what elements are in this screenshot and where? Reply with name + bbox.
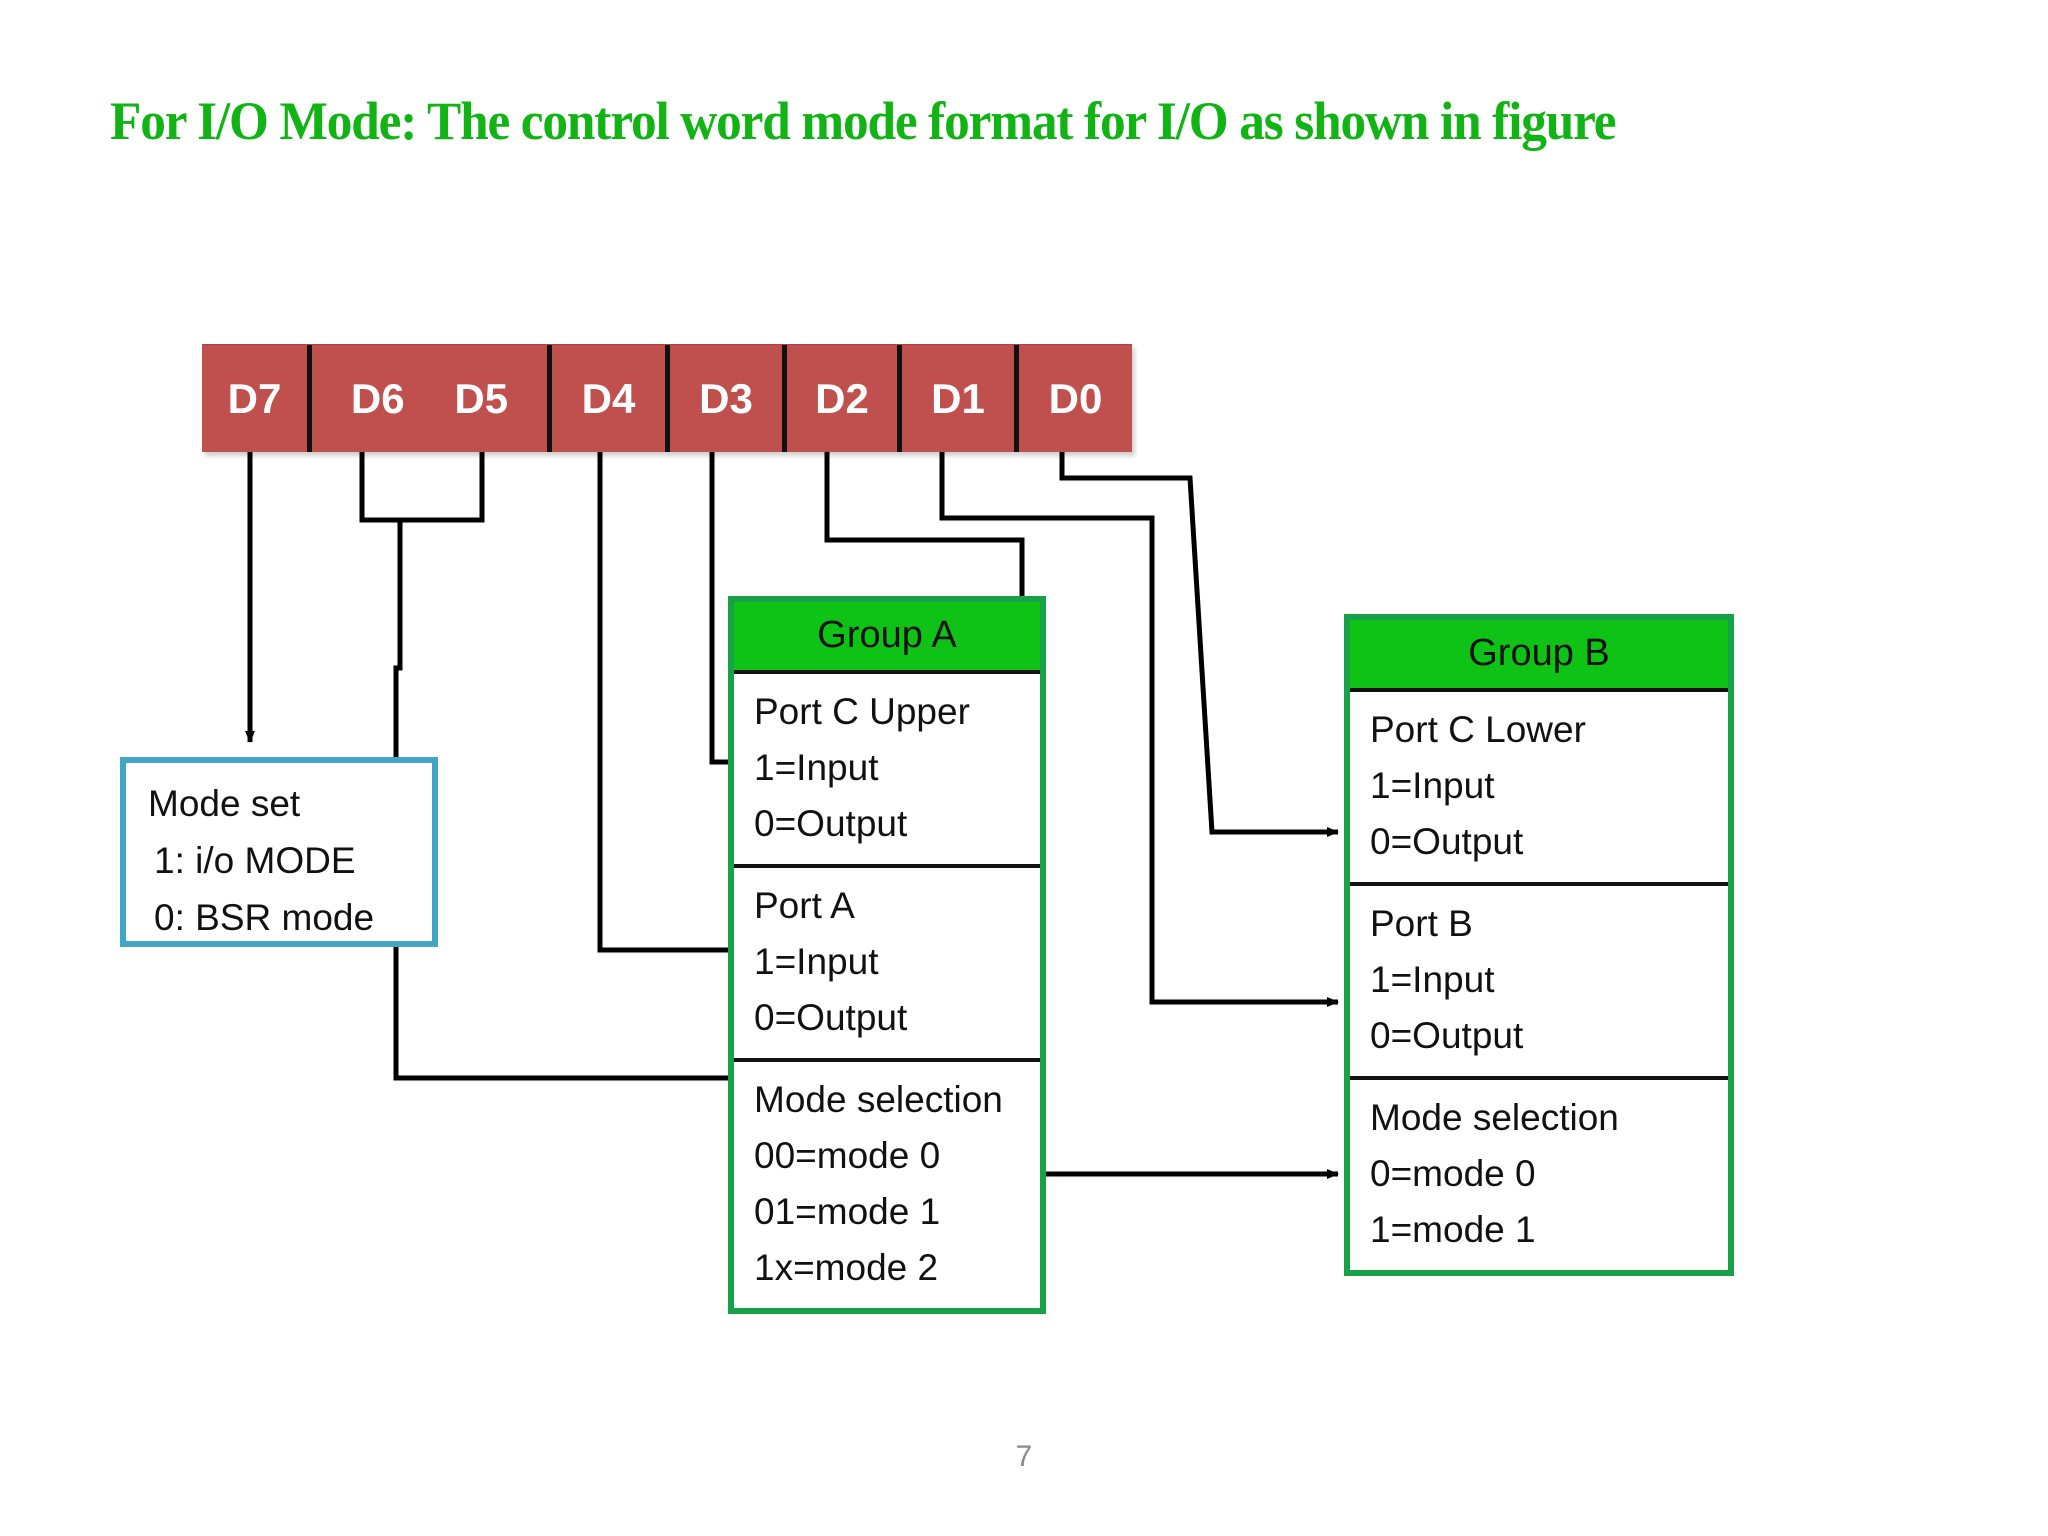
section-line: 0=Output bbox=[1370, 1015, 1524, 1056]
section-title: Port C Upper bbox=[754, 691, 970, 732]
mode-set-line-1: 1: i/o MODE bbox=[154, 840, 356, 881]
group-a-section-port-c-upper: Port C Upper 1=Input 0=Output bbox=[734, 674, 1040, 864]
section-title: Port B bbox=[1370, 903, 1473, 944]
register-bit-d6-d5[interactable]: D6 D5 bbox=[307, 345, 547, 452]
register-bit-d2[interactable]: D2 bbox=[782, 345, 897, 452]
register-bit-d0[interactable]: D0 bbox=[1014, 345, 1132, 452]
section-title: Port C Lower bbox=[1370, 709, 1586, 750]
section-line: 1=Input bbox=[754, 747, 879, 788]
group-b-section-mode-selection: Mode selection 0=mode 0 1=mode 1 bbox=[1350, 1076, 1728, 1270]
section-line: 0=Output bbox=[1370, 821, 1524, 862]
section-line: 1x=mode 2 bbox=[754, 1247, 939, 1288]
register-bit-d1[interactable]: D1 bbox=[897, 345, 1014, 452]
group-a-section-mode-selection: Mode selection 00=mode 0 01=mode 1 1x=mo… bbox=[734, 1058, 1040, 1308]
wire-d6-d5-to-group-a-mode-selection bbox=[393, 520, 741, 1083]
register-bit-label: D6 bbox=[350, 374, 405, 422]
wire-d0-to-group-b-port-c-lower bbox=[1059, 452, 1339, 837]
page-number: 7 bbox=[1015, 1440, 1033, 1473]
section-title: Mode selection bbox=[1370, 1097, 1619, 1138]
register-bit-d7[interactable]: D7 bbox=[202, 345, 307, 452]
section-title: Port A bbox=[754, 885, 855, 926]
register-bit-label: D7 bbox=[227, 374, 282, 422]
group-b-section-port-b: Port B 1=Input 0=Output bbox=[1350, 882, 1728, 1076]
register-bit-label: D0 bbox=[1048, 374, 1103, 422]
section-line: 1=mode 1 bbox=[1370, 1209, 1536, 1250]
register-bit-d4[interactable]: D4 bbox=[547, 345, 665, 452]
mode-set-title: Mode set bbox=[148, 783, 301, 824]
page-title: For I/O Mode: The control word mode form… bbox=[110, 91, 1617, 151]
control-word-register: D7 D6 D5 D4 D3 D2 D1 D0 bbox=[202, 344, 1132, 452]
section-title: Mode selection bbox=[754, 1079, 1003, 1120]
section-line: 0=mode 0 bbox=[1370, 1153, 1536, 1194]
mode-set-line-2: 0: BSR mode bbox=[154, 897, 375, 938]
section-line: 0=Output bbox=[754, 997, 908, 1038]
register-bit-label: D5 bbox=[454, 374, 509, 422]
section-line: 01=mode 1 bbox=[754, 1191, 941, 1232]
mode-set-box: Mode set 1: i/o MODE 0: BSR mode bbox=[120, 757, 438, 947]
section-line: 1=Input bbox=[1370, 765, 1495, 806]
register-bit-label: D2 bbox=[815, 374, 869, 422]
group-a-header: Group A bbox=[734, 602, 1040, 674]
wire-d6-d5-bracket bbox=[359, 452, 485, 523]
section-line: 1=Input bbox=[754, 941, 879, 982]
group-b-box: Group B Port C Lower 1=Input 0=Output Po… bbox=[1344, 614, 1734, 1276]
group-b-section-port-c-lower: Port C Lower 1=Input 0=Output bbox=[1350, 692, 1728, 882]
section-line: 1=Input bbox=[1370, 959, 1495, 1000]
wire-d4-to-group-a-port-a bbox=[597, 452, 741, 955]
register-bit-label: D3 bbox=[699, 374, 753, 422]
register-bit-d3[interactable]: D3 bbox=[665, 345, 782, 452]
group-a-section-port-a: Port A 1=Input 0=Output bbox=[734, 864, 1040, 1058]
group-b-header: Group B bbox=[1350, 620, 1728, 692]
section-line: 0=Output bbox=[754, 803, 908, 844]
section-line: 00=mode 0 bbox=[754, 1135, 941, 1176]
group-a-box: Group A Port C Upper 1=Input 0=Output Po… bbox=[728, 596, 1046, 1314]
register-bit-label: D4 bbox=[581, 374, 636, 422]
register-bit-label: D1 bbox=[931, 374, 985, 422]
